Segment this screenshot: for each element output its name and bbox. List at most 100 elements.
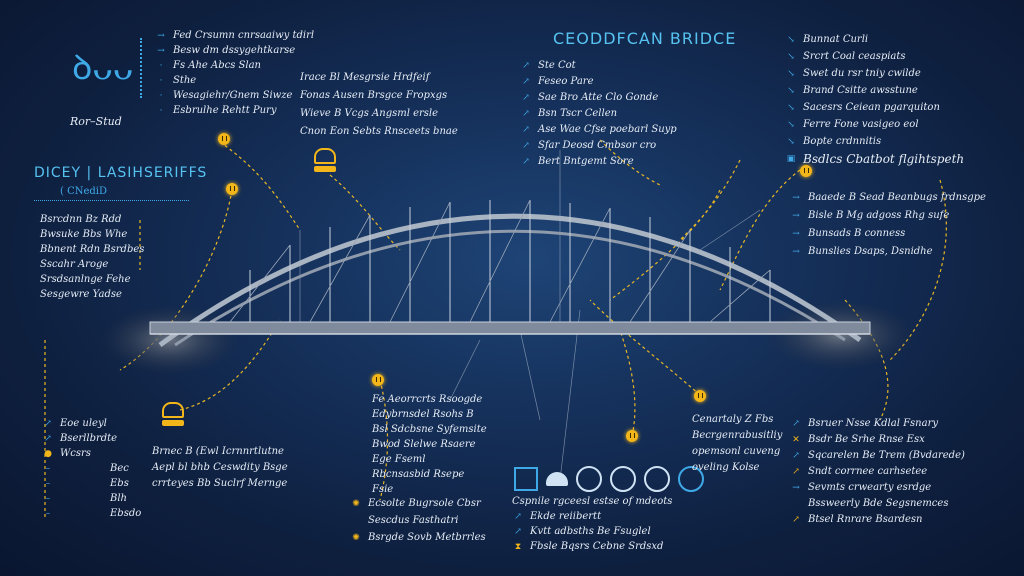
- lamp-icon: [162, 402, 184, 428]
- connector-line: [219, 141, 301, 231]
- icon-strip: [514, 466, 704, 492]
- list-item: Bsruer Nsse Kdlal Fsnary: [808, 418, 938, 429]
- section-divider: [34, 200, 189, 201]
- arrow-icon: →: [157, 46, 165, 56]
- globe-icon: [576, 466, 602, 492]
- list-item: Bwsuke Bbs Whe: [40, 229, 128, 240]
- list-item: Bwod Slelwe Rsaere: [372, 439, 476, 450]
- coin-icon: ✺: [352, 533, 360, 543]
- connector-line: [329, 174, 401, 251]
- arrow-icon: ↗: [792, 515, 800, 525]
- list-item: Bserllbrdte: [60, 433, 118, 444]
- list-item: Fe Aeorrcrts Rsoogde: [372, 394, 483, 405]
- coin-marker: [372, 374, 384, 386]
- list-item: Irace Bl Mesgrsie Hrdfeif: [300, 72, 430, 83]
- arrow-icon: ↗: [522, 125, 530, 135]
- section-heading: DICEY | LASIHSERIFFS: [34, 165, 208, 181]
- list-item: Ekde reiibertt: [530, 511, 602, 522]
- bridge-illustration: [100, 199, 915, 375]
- list-item: Besw dm dssygehtkarse: [173, 45, 296, 56]
- bottom-center-list: Fe Aeorrcrts Rsoogde Edybrnsdel Rsohs B …: [372, 394, 487, 496]
- box-icon: ▣: [786, 154, 796, 164]
- list-item: Eoe uleyl: [60, 418, 107, 429]
- connector-line: [589, 299, 701, 396]
- bridge-diagonals: [229, 199, 771, 323]
- arrow-icon: →: [792, 211, 800, 221]
- coin-icon: ✺: [352, 499, 360, 509]
- cross-icon: ✕: [792, 435, 800, 445]
- globe-icon: [610, 466, 636, 492]
- list-item: Bunnat Curli: [803, 34, 869, 45]
- list-item: Esbrulhe Rehtt Pury: [173, 105, 277, 116]
- list-item: Rbcnsasbid Rsepe: [372, 469, 465, 480]
- arrow-icon: ↗: [792, 419, 800, 429]
- bottom-center2-list: ✺ Ecsolte Bugrsole Cbsr Sescdus Fasthatri…: [350, 498, 486, 544]
- list-item: Bssweerly Bde Segsnemces: [808, 498, 949, 509]
- arrow-icon: ↗: [522, 109, 530, 119]
- list-item: Bisle B Mg adgoss Rhg sufe: [808, 210, 950, 221]
- arrow-icon: →: [792, 483, 800, 493]
- arrow-icon: ↘: [787, 52, 795, 62]
- connector-line: [379, 379, 389, 501]
- bridge-deck: [149, 321, 871, 335]
- coin-marker: [226, 183, 238, 195]
- upper-mid-list: Irace Bl Mesgrsie Hrdfeif Fonas Ausen Br…: [300, 72, 458, 138]
- hourglass-icon: ⧗: [514, 542, 522, 552]
- logo-mark: ꝺᴗᴗ: [72, 48, 134, 88]
- dash-icon: –: [45, 464, 51, 474]
- list-item: Bbnent Rdn Bsrdbes: [40, 244, 145, 255]
- list-item: Fbsle Bqsrs Cebne Srdsxd: [530, 541, 664, 552]
- logo-subtitle: Ror–Stud: [70, 115, 122, 128]
- arrow-icon: ↗: [522, 61, 530, 71]
- arrow-icon: ↘: [787, 120, 795, 130]
- list-item: Srsdsanlnge Fehe: [40, 274, 131, 285]
- bridge-arch-inner: [174, 229, 846, 347]
- dash-icon: –: [45, 494, 51, 504]
- list-item: Brand Csitte awsstune: [803, 85, 918, 96]
- arrow-icon: →: [157, 31, 165, 41]
- arrow-icon: ↗: [522, 157, 530, 167]
- connector-line: [609, 189, 721, 301]
- connector-line: [599, 139, 661, 186]
- list-item: Sthe: [173, 75, 197, 86]
- list-item: Ste Cot: [538, 60, 576, 71]
- list-item: Sescdus Fasthatri: [368, 515, 459, 526]
- list-item: Bunslies Dsaps, Dsnidhe: [808, 246, 933, 257]
- list-item: Sae Bro Atte Clo Gonde: [538, 92, 659, 103]
- top-left-list: →Fed Crsumn cnrsaaiwy tdirl →Besw dm dss…: [155, 30, 314, 117]
- left-mid-list: Bsrcdnn Bz Rdd Bwsuke Bbs Whe Bbnent Rdn…: [40, 214, 144, 301]
- bottom-right-list: ↗ Bsruer Nsse Kdlal Fsnary ✕ Bsdr Be Srhe …: [790, 418, 965, 526]
- list-item: oveling Kolse: [692, 462, 760, 473]
- leader-lines: [299, 150, 761, 481]
- list-item: Btsel Rnrare Bsardesn: [808, 514, 923, 525]
- globe-icon: [644, 466, 670, 492]
- list-item: Bec: [110, 463, 129, 474]
- dot-icon: ·: [159, 61, 163, 71]
- list-item: Ecsolte Bugrsole Cbsr: [368, 498, 481, 509]
- list-item: Bsdr Be Srhe Rnse Esx: [808, 434, 925, 445]
- top-right-list: ↘ Bunnat Curli ↘ Srcrt Coal ceaspiats ↘ Swe…: [785, 34, 964, 165]
- connector-line: [679, 159, 741, 241]
- coin-marker: [626, 430, 638, 442]
- left-bottom-list: ↗Eoe uleyl ↗Bserllbrdte ●Wcsrs –Bec –Ebs…: [42, 418, 141, 520]
- connector-line: [719, 169, 801, 291]
- list-item: Swet du rsr tniy cwilde: [803, 68, 921, 79]
- mushroom-icon: [546, 472, 568, 486]
- list-item: Wcsrs: [60, 448, 91, 459]
- arrow-icon: ↘: [787, 69, 795, 79]
- list-item: Cnon Eon Sebts Rnsceets bnae: [300, 126, 458, 137]
- arrow-icon: ↘: [787, 103, 795, 113]
- list-item: Bsrgde Sovb Metbrrles: [368, 532, 486, 543]
- coin-marker: [694, 390, 706, 402]
- top-center-list: ↗Ste Cot ↗Feseo Pare ↗Sae Bro Atte Clo G…: [520, 60, 676, 168]
- list-item: Kvtt adbsths Be Fsuglel: [530, 526, 651, 537]
- list-item: Bsl Sdcbsne Syfemsite: [372, 424, 487, 435]
- list-item: Bunsads B conness: [808, 228, 906, 239]
- list-item: Becrgenrabusitliy: [692, 430, 783, 441]
- arrow-icon: →: [792, 193, 800, 203]
- list-item: Brnec B (Ewl Icrnnrtlutne: [152, 446, 284, 457]
- list-item: Ferre Fone vasigeo eol: [803, 119, 919, 130]
- list-item: Srcrt Coal ceaspiats: [803, 51, 906, 62]
